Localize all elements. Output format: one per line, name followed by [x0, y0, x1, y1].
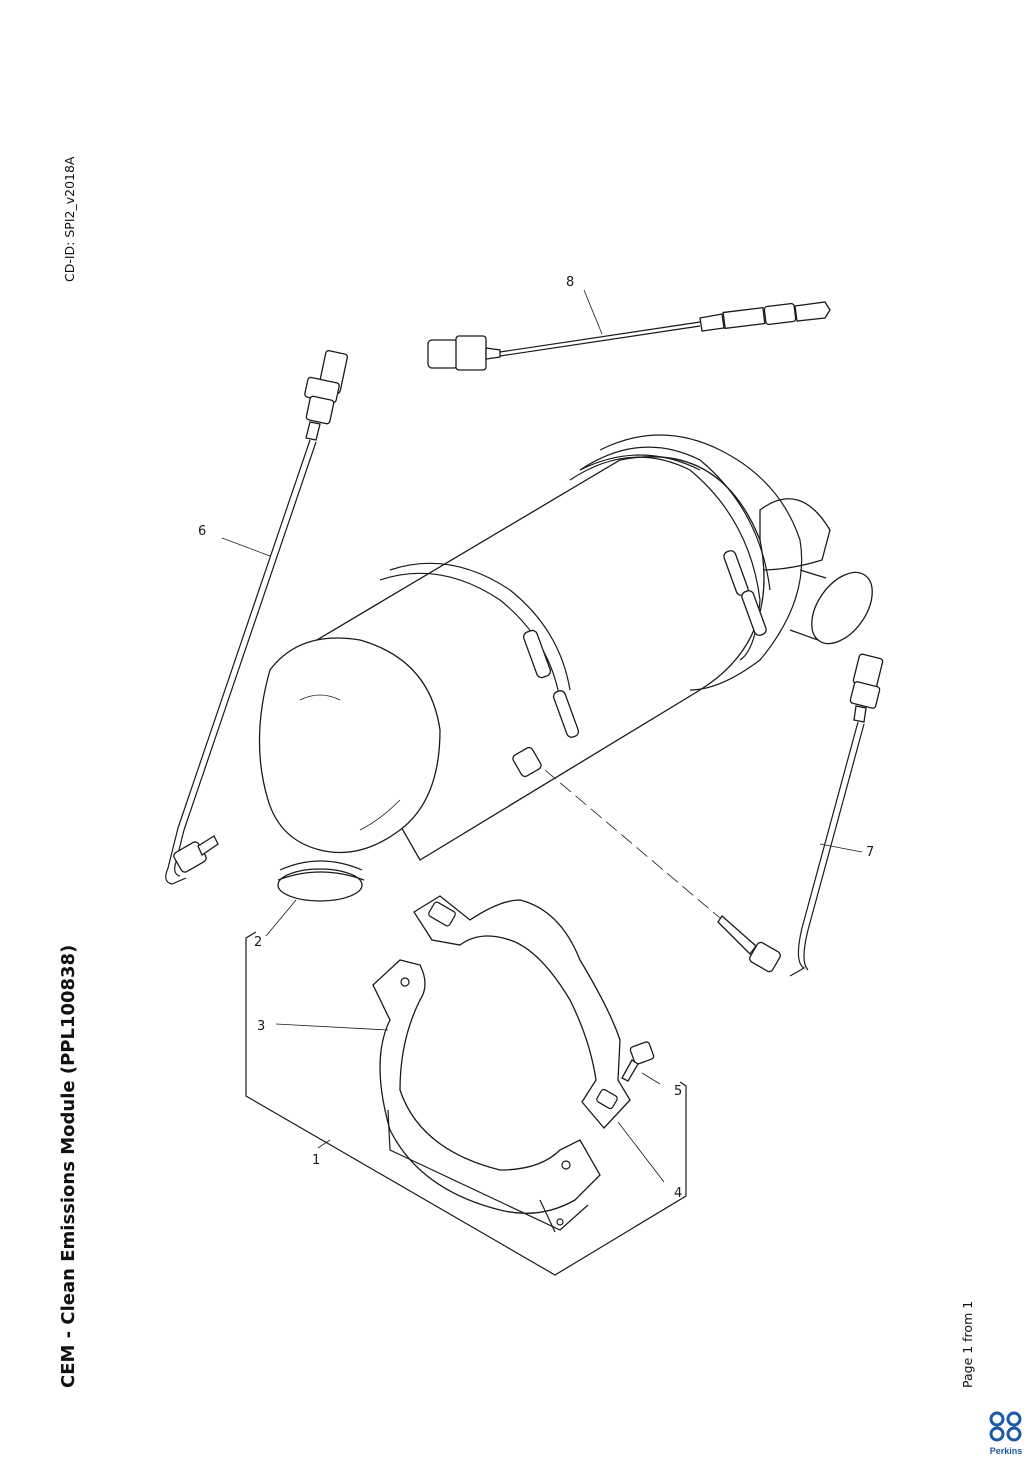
sensor-7 [717, 653, 884, 977]
callout-5: 5 [674, 1084, 682, 1099]
bolt [621, 1041, 655, 1082]
callout-3: 3 [257, 1019, 265, 1034]
callout-4: 4 [674, 1186, 682, 1201]
perkins-logo: Perkins [989, 1411, 1023, 1456]
sensor-8 [427, 301, 831, 371]
callout-2: 2 [254, 935, 262, 950]
brand-name: Perkins [990, 1446, 1023, 1456]
mounting-bracket [372, 959, 601, 1233]
sensor-6 [165, 350, 349, 885]
callout-1: 1 [312, 1153, 320, 1168]
callout-6: 6 [198, 524, 206, 539]
callout-7: 7 [866, 845, 874, 860]
upper-strap [413, 895, 631, 1129]
cem-canister [258, 434, 873, 902]
callout-8: 8 [566, 275, 574, 290]
